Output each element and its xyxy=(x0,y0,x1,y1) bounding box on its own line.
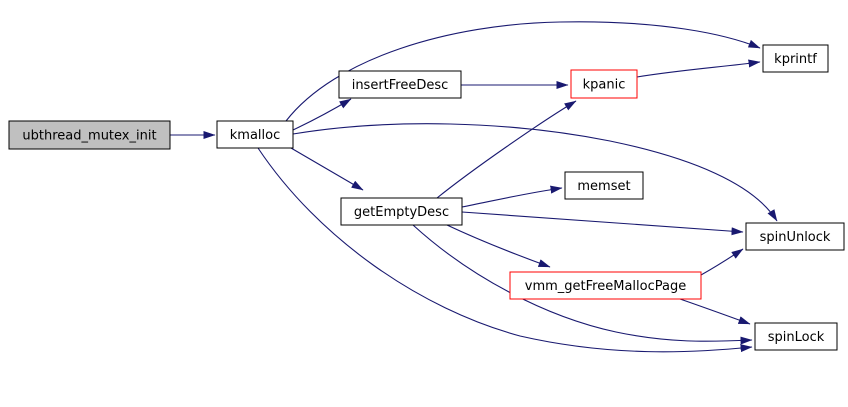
node-label: kpanic xyxy=(583,78,626,93)
node-spinUnlock[interactable]: spinUnlock xyxy=(745,222,845,251)
node-label: kmalloc xyxy=(230,128,280,143)
edge-kmalloc-insertFreeDesc xyxy=(292,98,352,131)
node-label: spinLock xyxy=(768,330,825,345)
node-ubthread-mutex-init[interactable]: ubthread_mutex_init xyxy=(8,120,171,150)
node-label: kprintf xyxy=(774,52,817,67)
edge-kmalloc-spinUnlock xyxy=(292,123,778,222)
edge-getEmptyDesc-kpanic xyxy=(436,100,577,199)
node-label: memset xyxy=(577,179,630,194)
edge-vmm_getFreeMallocPage-spinLock xyxy=(679,298,751,325)
edge-getEmptyDesc-spinUnlock xyxy=(461,211,744,236)
node-insertFreeDesc[interactable]: insertFreeDesc xyxy=(338,70,462,99)
node-memset[interactable]: memset xyxy=(564,171,644,200)
edge-vmm_getFreeMallocPage-spinUnlock xyxy=(700,248,744,276)
node-kmalloc[interactable]: kmalloc xyxy=(216,120,294,149)
node-kprintf[interactable]: kprintf xyxy=(762,44,829,73)
node-kpanic[interactable]: kpanic xyxy=(570,69,638,99)
node-getEmptyDesc[interactable]: getEmptyDesc xyxy=(340,197,463,226)
edge-getEmptyDesc-memset xyxy=(461,185,563,208)
node-label: insertFreeDesc xyxy=(352,78,449,93)
node-label: getEmptyDesc xyxy=(354,205,449,220)
edge-getEmptyDesc-spinLock xyxy=(412,224,753,345)
edge-kpanic-kprintf xyxy=(636,59,761,78)
node-label: spinUnlock xyxy=(760,230,831,245)
node-vmm-getFreeMallocPage[interactable]: vmm_getFreeMallocPage xyxy=(509,271,702,300)
edge-kmalloc-spinLock xyxy=(257,147,753,353)
node-spinLock[interactable]: spinLock xyxy=(754,322,838,351)
node-label: ubthread_mutex_init xyxy=(22,129,156,144)
node-label: vmm_getFreeMallocPage xyxy=(525,279,686,294)
edge-kmalloc-getEmptyDesc xyxy=(290,147,364,191)
edge-getEmptyDesc-vmm_getFreeMallocPage xyxy=(446,224,551,268)
